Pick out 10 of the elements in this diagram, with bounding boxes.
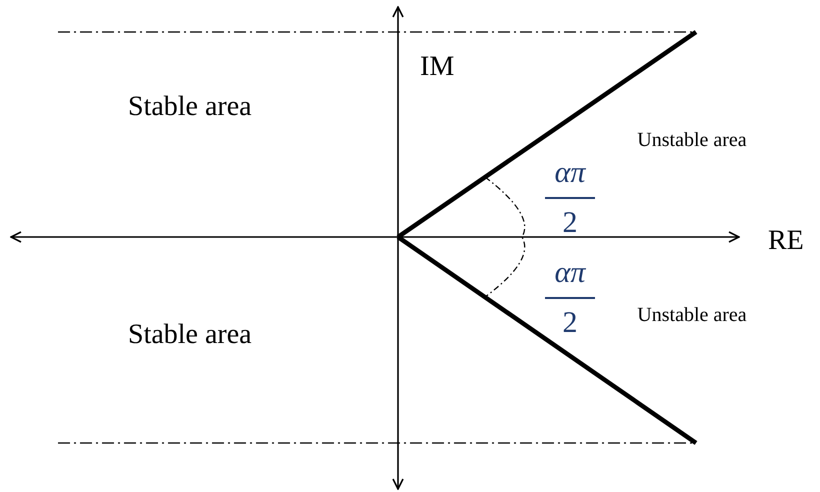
region-label: Stable area — [128, 91, 252, 122]
fraction-denominator: 2 — [562, 306, 578, 339]
region-label: Stable area — [128, 319, 252, 350]
fraction-denominator: 2 — [562, 206, 578, 239]
region-label: Unstable area — [637, 129, 747, 151]
fraction-numerator: απ — [554, 256, 586, 289]
axis-label: RE — [768, 225, 804, 256]
fraction-numerator: απ — [554, 156, 586, 189]
region-label: Unstable area — [637, 304, 747, 326]
axis-label: IM — [420, 51, 454, 82]
